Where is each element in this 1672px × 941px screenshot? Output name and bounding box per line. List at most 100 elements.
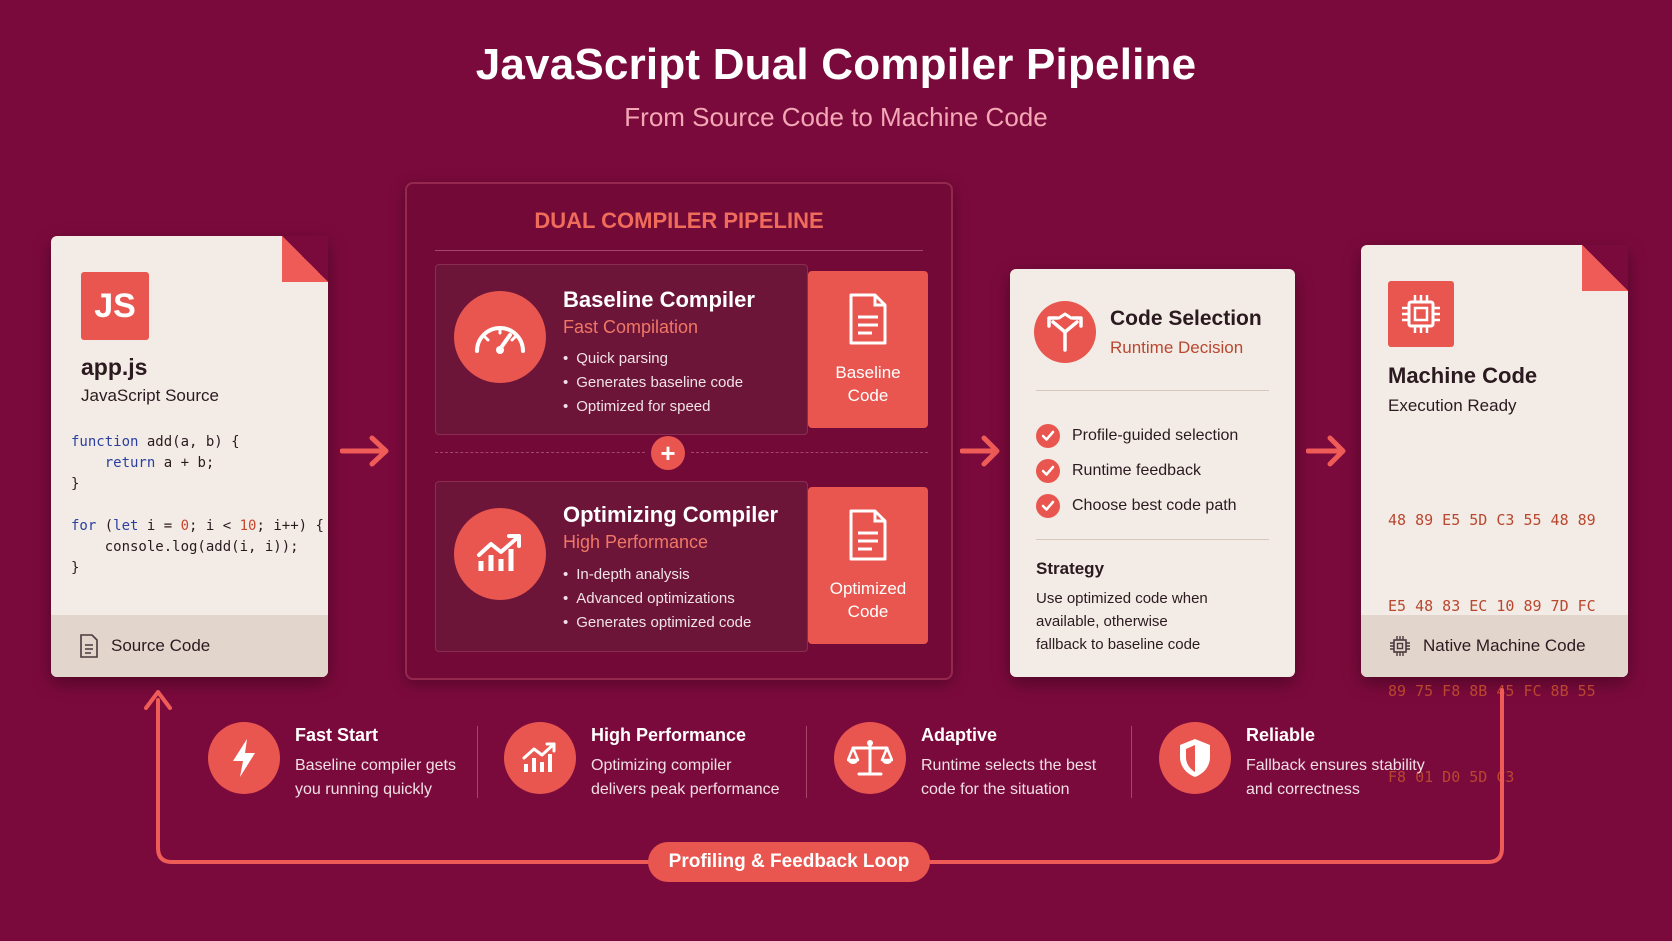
divider bbox=[477, 726, 478, 798]
chart-up-icon bbox=[454, 508, 546, 600]
benefit-title: Fast Start bbox=[295, 725, 379, 745]
code-token: ; i++) { bbox=[256, 518, 324, 534]
benefit-adaptive: Adaptive Runtime selects the best code f… bbox=[834, 720, 1124, 802]
check-icon bbox=[1036, 423, 1060, 448]
benefit-text-line: Baseline compiler gets bbox=[295, 757, 456, 774]
list-item: Profile-guided selection bbox=[1036, 418, 1238, 453]
list-item: Choose best code path bbox=[1036, 488, 1238, 523]
source-filename: app.js bbox=[81, 354, 148, 380]
check-icon bbox=[1036, 493, 1060, 518]
benefit-text: Optimizing compiler delivers peak perfor… bbox=[591, 754, 791, 802]
benefit-text-line: Fallback ensures stability bbox=[1246, 757, 1425, 774]
code-token: add(a, b) { bbox=[138, 434, 240, 450]
source-card: JS app.js JavaScript Source function add… bbox=[51, 236, 328, 677]
source-code-block: function add(a, b) { return a + b; } for… bbox=[71, 432, 324, 579]
benefit-title: Adaptive bbox=[921, 725, 998, 745]
strategy-line: available, otherwise bbox=[1036, 613, 1168, 630]
document-icon bbox=[80, 634, 98, 658]
source-footer-label: Source Code bbox=[111, 636, 211, 655]
arrow-right-icon bbox=[960, 435, 1000, 467]
code-token: ; i < bbox=[189, 518, 240, 534]
baseline-features: Quick parsing Generates baseline code Op… bbox=[563, 347, 743, 419]
output-label-line: Optimized bbox=[829, 579, 907, 598]
check-label: Choose best code path bbox=[1072, 496, 1237, 514]
dashed-divider bbox=[691, 452, 928, 453]
code-token: let bbox=[113, 518, 139, 534]
list-item: Generates baseline code bbox=[563, 371, 743, 395]
benefit-text-line: you running quickly bbox=[295, 781, 432, 798]
baseline-compiler-panel: Baseline Compiler Fast Compilation Quick… bbox=[435, 264, 808, 435]
strategy-text: Use optimized code when available, other… bbox=[1036, 587, 1276, 656]
optimizing-compiler-panel: Optimizing Compiler High Performance In-… bbox=[435, 481, 808, 652]
dual-compiler-pipeline: DUAL COMPILER PIPELINE Baseline Compiler… bbox=[405, 182, 953, 680]
selection-checklist: Profile-guided selection Runtime feedbac… bbox=[1036, 418, 1238, 523]
code-token: return bbox=[71, 455, 156, 471]
strategy-heading: Strategy bbox=[1036, 559, 1105, 578]
code-selection-card: Code Selection Runtime Decision Profile-… bbox=[1010, 269, 1295, 677]
machine-title: Machine Code bbox=[1388, 363, 1538, 388]
page-title: JavaScript Dual Compiler Pipeline bbox=[475, 40, 1197, 89]
benefit-text-line: Optimizing compiler bbox=[591, 757, 732, 774]
divider bbox=[1036, 539, 1269, 540]
hex-dump: 48 89 E5 5D C3 55 48 89 E5 48 83 EC 10 8… bbox=[1388, 449, 1596, 848]
output-label: Optimized Code bbox=[808, 577, 928, 623]
list-item: Runtime feedback bbox=[1036, 453, 1238, 488]
source-footer: Source Code bbox=[51, 615, 328, 677]
lightning-icon bbox=[208, 722, 280, 794]
benefit-title: High Performance bbox=[591, 725, 747, 745]
js-file-icon: JS bbox=[81, 272, 149, 340]
selection-subtitle: Runtime Decision bbox=[1110, 338, 1244, 357]
selection-title: Code Selection bbox=[1110, 307, 1262, 330]
benefit-text: Fallback ensures stability and correctne… bbox=[1246, 754, 1456, 802]
speedometer-icon bbox=[454, 291, 546, 383]
baseline-code-output: Baseline Code bbox=[808, 271, 928, 428]
check-label: Profile-guided selection bbox=[1072, 426, 1239, 444]
list-item: Advanced optimizations bbox=[563, 587, 751, 611]
code-token: function bbox=[71, 434, 139, 450]
benefit-reliable: Reliable Fallback ensures stability and … bbox=[1159, 720, 1459, 802]
shield-icon bbox=[1159, 722, 1231, 794]
machine-code-card: Machine Code Execution Ready 48 89 E5 5D… bbox=[1361, 245, 1628, 786]
chip-icon bbox=[1390, 636, 1410, 656]
machine-footer-label: Native Machine Code bbox=[1423, 636, 1586, 655]
benefit-high-performance: High Performance Optimizing compiler del… bbox=[504, 720, 804, 802]
arrow-right-icon bbox=[340, 435, 389, 467]
plus-icon: + bbox=[651, 436, 685, 470]
strategy-line: Use optimized code when bbox=[1036, 590, 1208, 607]
code-token: a + b; bbox=[155, 455, 215, 471]
check-icon bbox=[1036, 458, 1060, 483]
code-token: for bbox=[71, 518, 97, 534]
benefit-text-line: Runtime selects the best bbox=[921, 757, 1097, 774]
document-icon bbox=[849, 509, 887, 561]
divider bbox=[806, 726, 807, 798]
code-token: 10 bbox=[239, 518, 257, 534]
output-label-line: Code bbox=[847, 386, 889, 405]
code-token: } bbox=[71, 476, 80, 492]
code-token: ( bbox=[96, 518, 114, 534]
list-item: Quick parsing bbox=[563, 347, 743, 371]
check-label: Runtime feedback bbox=[1072, 461, 1201, 479]
code-token: 0 bbox=[180, 518, 190, 534]
code-token: } bbox=[71, 560, 80, 576]
page-fold bbox=[1582, 245, 1628, 291]
code-token: console.log(add(i, i)); bbox=[71, 539, 299, 555]
strategy-line: fallback to baseline code bbox=[1036, 636, 1201, 653]
machine-subtitle: Execution Ready bbox=[1388, 396, 1517, 415]
scales-icon bbox=[834, 722, 906, 794]
list-item: In-depth analysis bbox=[563, 563, 751, 587]
benefit-text: Baseline compiler gets you running quick… bbox=[295, 754, 475, 802]
benefit-text-line: and correctness bbox=[1246, 781, 1360, 798]
document-icon bbox=[849, 293, 887, 345]
pipeline-title: DUAL COMPILER PIPELINE bbox=[534, 208, 824, 233]
divider bbox=[1036, 390, 1269, 391]
source-subtitle: JavaScript Source bbox=[81, 386, 219, 405]
benefit-title: Reliable bbox=[1246, 725, 1316, 745]
divider bbox=[1131, 726, 1132, 798]
output-label-line: Code bbox=[847, 602, 889, 621]
benefit-text-line: delivers peak performance bbox=[591, 781, 780, 798]
chart-up-icon bbox=[504, 722, 576, 794]
optimizing-features: In-depth analysis Advanced optimizations… bbox=[563, 563, 751, 635]
benefit-text-line: code for the situation bbox=[921, 781, 1070, 798]
optimizing-title: Optimizing Compiler bbox=[563, 502, 779, 527]
arrow-right-icon bbox=[1306, 435, 1346, 467]
